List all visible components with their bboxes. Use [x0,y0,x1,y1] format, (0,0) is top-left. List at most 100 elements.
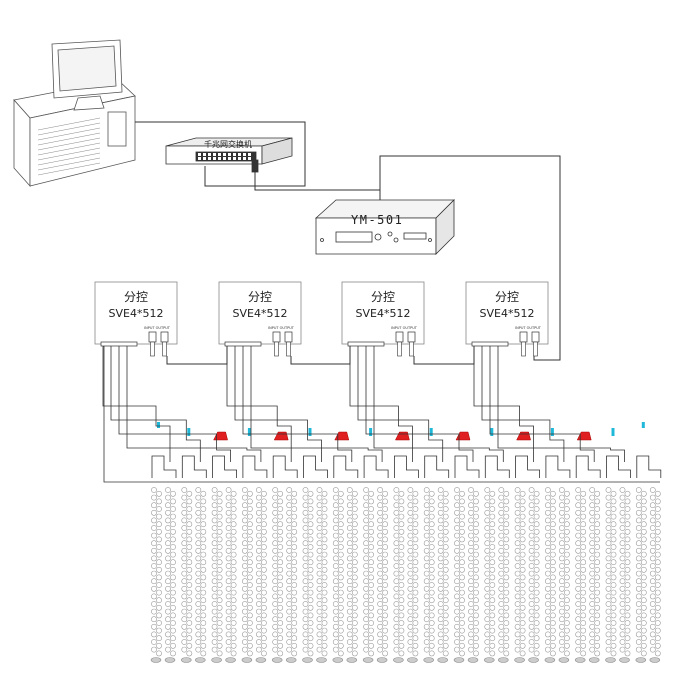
rj45-port-icon [160,331,169,343]
output-wire [489,346,595,462]
output-port-strip [471,341,509,347]
sub-controller-model: SVE4*512 [356,307,411,320]
pixel-driver-13 [515,431,540,478]
switch-label: 千兆网交换机 [204,139,252,149]
led-pixel-strings-icon [150,487,661,663]
pixel-driver-4 [242,428,268,478]
output-wire [357,346,444,462]
sub-controller-title: 分控 [371,290,395,304]
desktop-computer-icon [13,39,136,188]
output-wire [126,346,262,462]
output-wire [118,346,231,462]
red-connector-icon [516,431,531,441]
led-string-8 [362,487,388,663]
status-led-icon [308,428,312,436]
pixel-driver-8 [363,428,389,478]
red-connector-icon [394,431,410,441]
led-string-14 [544,487,570,663]
status-led-icon [490,428,494,436]
led-string-13 [514,487,540,663]
led-string-10 [423,487,449,663]
status-led-icon [157,422,160,428]
status-led-icon [369,428,373,436]
port-label: INPUT OUTPUT [268,326,295,330]
port-label: INPUT OUTPUT [515,326,542,330]
output-wire [473,346,534,462]
output-wire [349,346,413,462]
led-string-15 [574,487,601,663]
status-led-icon [187,428,191,436]
sub-controller-title: 分控 [495,290,519,304]
fixture-row [102,346,662,483]
ethernet-plug-icon [521,341,526,357]
rj45-port-icon [272,331,281,343]
output-port-strip [347,341,385,347]
status-led-icon [247,428,251,436]
rj45-port-icon [407,331,416,343]
ethernet-plug-icon [286,341,291,357]
output-wire [250,346,383,462]
status-led-icon [641,422,645,428]
pixel-driver-1 [151,422,177,478]
cable-switch-main [254,172,381,203]
rj45-port-icon [531,331,540,343]
led-string-5 [271,487,298,663]
status-led-icon [550,428,554,436]
red-connector-icon [334,431,350,441]
output-wire [481,346,565,462]
ethernet-plug-icon [162,341,167,357]
rj45-port-icon [284,331,293,343]
port-label: INPUT OUTPUT [144,326,171,330]
pixel-driver-2 [181,428,207,478]
ethernet-plug-icon [409,341,414,357]
status-led-icon [611,428,615,436]
rj45-port-icon [519,331,528,343]
red-connector-icon [576,431,592,441]
output-port-strip [100,341,138,347]
ethernet-plug-icon [533,341,538,357]
output-port-strip [224,341,262,347]
sub-controller-model: SVE4*512 [480,307,535,320]
sub-controller-title: 分控 [124,290,148,304]
rj45-port-icon [395,331,404,343]
pixel-driver-15 [575,431,601,478]
led-string-12 [483,487,510,663]
output-wire [234,346,322,462]
pixel-driver-12 [484,428,510,478]
port-label: INPUT OUTPUT [391,326,418,330]
pixel-driver-17 [636,422,662,478]
led-string-7 [332,487,358,663]
led-string-4 [241,487,267,663]
led-string-17 [635,487,661,663]
ethernet-plug-icon [274,341,279,357]
network-switch-icon [165,137,293,173]
led-string-1 [150,487,176,663]
pixel-driver-11 [454,431,480,478]
led-string-6 [302,487,328,663]
status-led-icon [429,428,433,436]
bus-line [103,346,660,483]
led-string-2 [181,487,207,663]
cable-main-subctl [379,155,561,361]
output-wire [242,346,353,462]
ethernet-plug-icon [150,341,155,357]
pixel-driver-10 [424,428,450,478]
main-controller-model: YM-501 [351,213,403,227]
output-wire [373,346,504,462]
pixel-driver-6 [303,428,328,478]
pixel-driver-3 [212,431,237,478]
pixel-driver-14 [545,428,571,478]
output-wire [226,346,292,462]
cable-pc-switch [135,121,306,187]
output-wire [110,346,201,462]
output-wire [365,346,474,462]
sub-controller-title: 分控 [248,290,272,304]
led-string-9 [393,487,419,663]
red-connector-icon [213,431,228,441]
red-connector-icon [455,431,471,441]
